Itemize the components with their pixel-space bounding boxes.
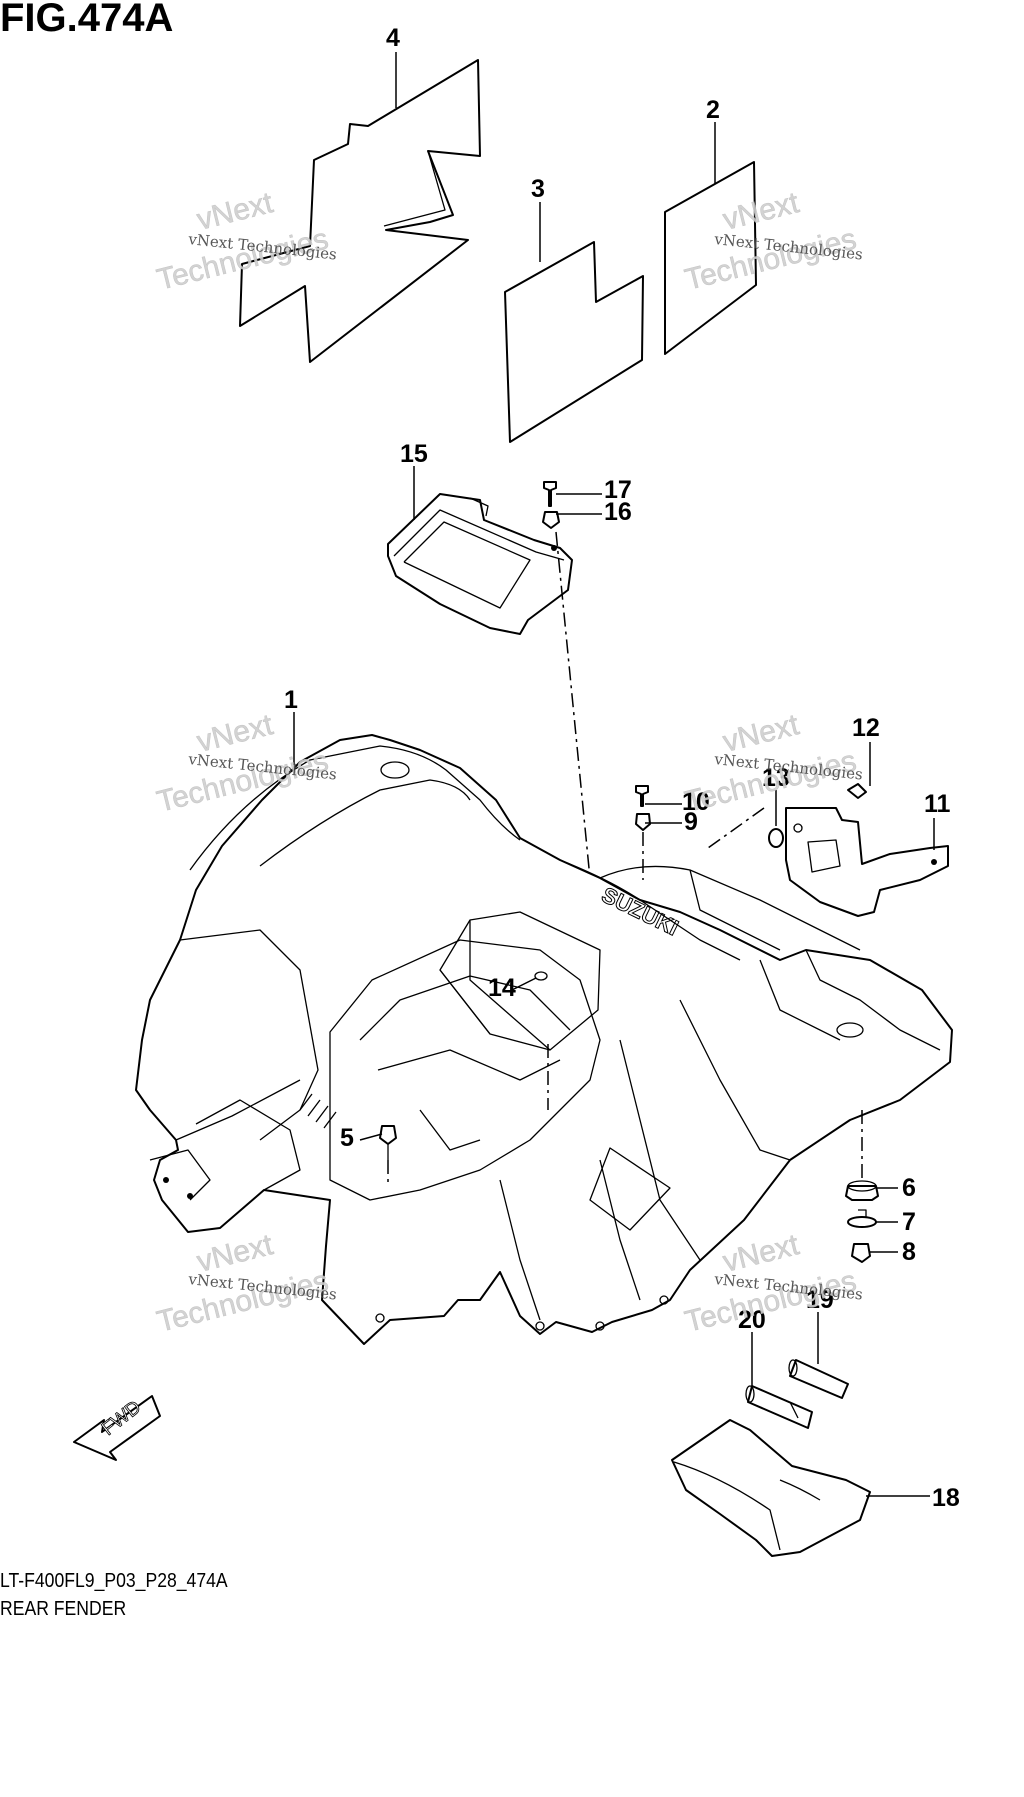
callout-14: 14 (488, 974, 516, 1002)
part-6-grommet (845, 1180, 879, 1201)
callout-4: 4 (386, 24, 400, 52)
callout-17: 17 (604, 476, 632, 504)
callout-6: 6 (902, 1174, 916, 1202)
figure-code: LT-F400FL9_P03_P28_474A (0, 1570, 228, 1592)
part-15-storage-box (387, 493, 573, 635)
callout-11: 11 (924, 790, 951, 818)
watermark-text: vNext (720, 186, 803, 237)
callout-16: 16 (604, 498, 632, 526)
part-17-screw (543, 481, 557, 507)
figure-title: FIG.474A (0, 0, 174, 40)
callout-20: 20 (738, 1306, 766, 1334)
watermark-text: vNext (194, 186, 277, 237)
part-9-nut (635, 813, 651, 831)
part-11-bracket (785, 807, 949, 917)
part-19-tube (788, 1359, 849, 1399)
watermark-mid-left: vNext Technologies vNext Technologies (153, 708, 337, 819)
callout-8: 8 (902, 1238, 916, 1266)
callout-3: 3 (531, 175, 545, 203)
part-16-nut (542, 511, 560, 529)
part-2-decal (664, 161, 757, 355)
callout-15: 15 (400, 440, 428, 468)
part-1-rear-fender (135, 734, 953, 1345)
assembly-line-bracket (707, 807, 765, 849)
callout-13: 13 (762, 764, 790, 792)
part-7-washer (847, 1209, 877, 1228)
leader-lines (293, 52, 935, 1497)
watermark-bottom-left: vNext Technologies vNext Technologies (153, 1228, 337, 1339)
part-10-screw (635, 785, 649, 807)
part-5-bolt (379, 1125, 397, 1160)
callout-12: 12 (852, 714, 880, 742)
callout-7: 7 (902, 1208, 916, 1236)
watermark-mid-right: vNext Technologies vNext Technologies (681, 708, 863, 819)
callout-1: 1 (284, 686, 298, 714)
callout-19: 19 (806, 1286, 834, 1314)
part-18-tool-bag (671, 1419, 871, 1557)
callout-5: 5 (340, 1124, 354, 1152)
watermark-top-left: vNext Technologies vNext Technologies (153, 186, 337, 297)
part-4-decal (239, 59, 481, 363)
part-3-decal (504, 241, 644, 443)
part-12-screw (847, 783, 867, 799)
figure-caption: REAR FENDER (0, 1598, 127, 1620)
fwd-arrow-icon: FWD (73, 1395, 161, 1461)
callout-10: 10 (682, 788, 710, 816)
part-20-tube (745, 1385, 813, 1429)
part-8-bolt (851, 1243, 871, 1263)
watermark-top-right: vNext Technologies vNext Technologies (681, 186, 863, 297)
callout-18: 18 (932, 1484, 960, 1512)
callouts: 4 2 3 15 17 16 1 12 13 10 9 11 14 5 6 7 … (284, 24, 960, 1512)
callout-9: 9 (684, 808, 698, 836)
callout-2: 2 (706, 96, 720, 124)
part-13-nut (768, 828, 784, 848)
